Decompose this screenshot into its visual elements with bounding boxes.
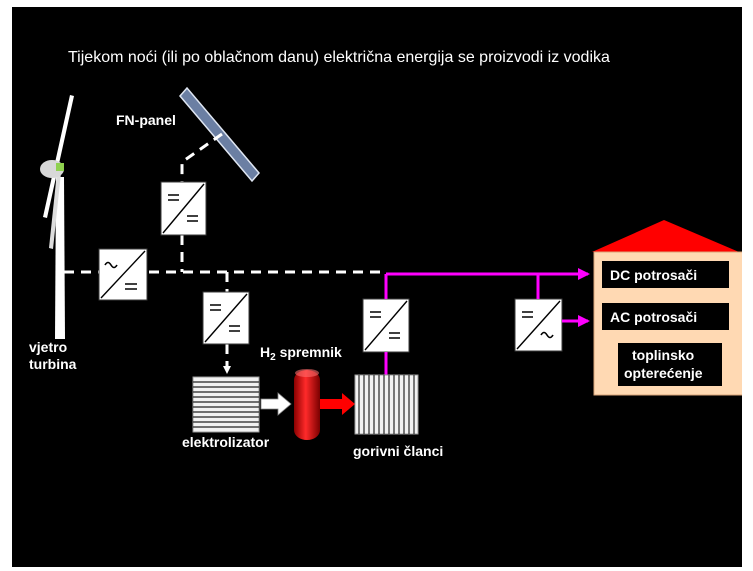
hydrogen-tank-icon xyxy=(294,369,320,440)
turbine-label-line2: turbina xyxy=(29,356,77,372)
slide: Tijekom noći (ili po oblačnom danu) elek… xyxy=(12,7,742,567)
inverter-dc-ac xyxy=(514,298,563,352)
ac-loads-label: AC potrosači xyxy=(610,309,697,325)
ac-loads-box: AC potrosači xyxy=(602,303,729,330)
fuel-cell-dc-dc-converter xyxy=(362,298,410,353)
fuel-cell-icon xyxy=(354,374,419,435)
pv-feed-line xyxy=(180,132,223,182)
diagram-title: Tijekom noći (ili po oblačnom danu) elek… xyxy=(68,49,610,66)
hydrogen-arrow-in-icon xyxy=(260,392,292,416)
heat-load-label-line2: opterećenje xyxy=(624,365,703,381)
hydrogen-tank-label: H2 spremnik xyxy=(260,344,342,363)
pv-dc-dc-converter xyxy=(160,181,207,236)
wind-turbine-icon xyxy=(40,95,74,339)
heat-load-label-line1: toplinsko xyxy=(632,347,694,363)
turbine-label-line1: vjetro xyxy=(29,339,67,355)
diagram: Tijekom noći (ili po oblačnom danu) elek… xyxy=(29,49,742,459)
hydrogen-arrow-out-icon xyxy=(320,393,355,415)
fn-panel-label: FN-panel xyxy=(116,112,176,128)
electrolyzer-label: elektrolizator xyxy=(182,434,270,450)
heat-load-box: toplinsko opterećenje xyxy=(618,343,722,386)
fuel-cell-label: gorivni članci xyxy=(353,443,443,459)
electrolyzer-icon xyxy=(192,376,260,433)
dc-loads-box: DC potrosači xyxy=(602,261,729,288)
electrolyzer-dc-dc-converter xyxy=(202,291,250,345)
turbine-ac-dc-converter xyxy=(98,248,148,301)
dc-loads-label: DC potrosači xyxy=(610,267,697,283)
